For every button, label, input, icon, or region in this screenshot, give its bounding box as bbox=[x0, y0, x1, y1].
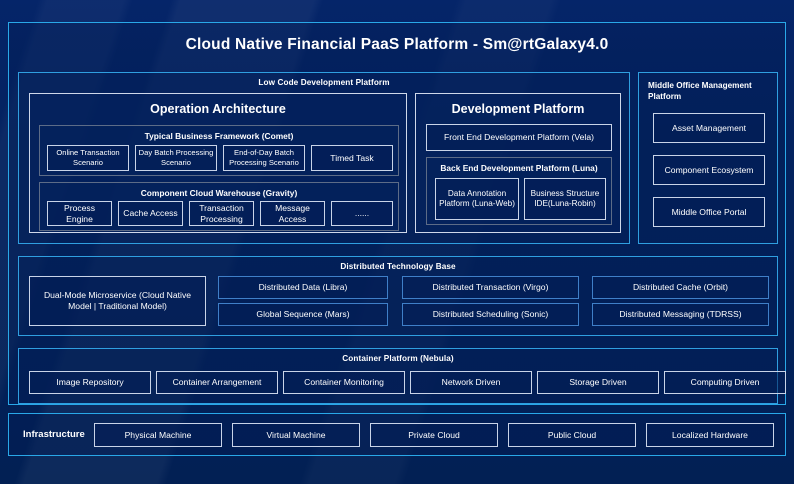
infrastructure-cell[interactable]: Public Cloud bbox=[508, 423, 636, 447]
operation-architecture-title: Operation Architecture bbox=[150, 102, 286, 116]
middle-office-group: Middle Office Management Platform Asset … bbox=[638, 72, 778, 244]
infrastructure-cell[interactable]: Physical Machine bbox=[94, 423, 222, 447]
distributed-technology-base-group: Distributed Technology Base Dual-Mode Mi… bbox=[18, 256, 778, 336]
component-cell[interactable]: Message Access bbox=[260, 201, 325, 226]
back-end-platform-box: Back End Development Platform (Luna) Dat… bbox=[426, 157, 612, 225]
container-platform-cell[interactable]: Image Repository bbox=[29, 371, 151, 394]
infrastructure-panel: Infrastructure Physical Machine Virtual … bbox=[8, 413, 786, 456]
back-end-item-cell[interactable]: Business Structure IDE(Luna-Robin) bbox=[524, 178, 606, 220]
development-platform-title: Development Platform bbox=[451, 102, 585, 116]
operation-architecture-box: Operation Architecture Typical Business … bbox=[29, 93, 407, 233]
distributed-base-cell[interactable]: Distributed Transaction (Virgo) bbox=[402, 276, 579, 299]
infrastructure-cell[interactable]: Virtual Machine bbox=[232, 423, 360, 447]
middle-office-item-cell[interactable]: Middle Office Portal bbox=[653, 197, 765, 227]
front-end-platform-cell[interactable]: Front End Development Platform (Vela) bbox=[426, 124, 612, 151]
distributed-base-cell[interactable]: Distributed Messaging (TDRSS) bbox=[592, 303, 769, 326]
scenario-cell[interactable]: Timed Task bbox=[311, 145, 393, 171]
back-end-platform-title: Back End Development Platform (Luna) bbox=[440, 163, 598, 173]
component-cell[interactable]: Transaction Processing bbox=[189, 201, 254, 226]
container-platform-cell[interactable]: Network Driven bbox=[410, 371, 532, 394]
scenario-cell[interactable]: Day Batch Processing Scenario bbox=[135, 145, 217, 171]
container-platform-cell[interactable]: Container Monitoring bbox=[283, 371, 405, 394]
scenario-cell[interactable]: Online Transaction Scenario bbox=[47, 145, 129, 171]
component-cell-more[interactable]: ...... bbox=[331, 201, 393, 226]
middle-office-item-cell[interactable]: Component Ecosystem bbox=[653, 155, 765, 185]
container-platform-cell[interactable]: Computing Driven bbox=[664, 371, 786, 394]
component-cloud-warehouse-title: Component Cloud Warehouse (Gravity) bbox=[140, 188, 298, 198]
infrastructure-cell[interactable]: Localized Hardware bbox=[646, 423, 774, 447]
infrastructure-label: Infrastructure bbox=[23, 429, 85, 440]
component-cloud-warehouse-box: Component Cloud Warehouse (Gravity) Proc… bbox=[39, 182, 399, 231]
typical-business-framework-box: Typical Business Framework (Comet) Onlin… bbox=[39, 125, 399, 176]
distributed-base-cell[interactable]: Distributed Data (Libra) bbox=[218, 276, 388, 299]
container-platform-cell[interactable]: Storage Driven bbox=[537, 371, 659, 394]
container-platform-group: Container Platform (Nebula) Image Reposi… bbox=[18, 348, 786, 404]
low-code-group-title: Low Code Development Platform bbox=[258, 78, 390, 87]
distributed-base-title: Distributed Technology Base bbox=[340, 262, 456, 271]
dual-mode-microservice-cell[interactable]: Dual-Mode Microservice (Cloud Native Mod… bbox=[29, 276, 206, 326]
low-code-development-platform-group: Low Code Development Platform Operation … bbox=[18, 72, 630, 244]
typical-business-framework-title: Typical Business Framework (Comet) bbox=[144, 131, 294, 141]
main-platform-panel: Cloud Native Financial PaaS Platform - S… bbox=[8, 22, 786, 405]
middle-office-item-cell[interactable]: Asset Management bbox=[653, 113, 765, 143]
page-title: Cloud Native Financial PaaS Platform - S… bbox=[185, 36, 609, 53]
scenario-cell[interactable]: End-of-Day Batch Processing Scenario bbox=[223, 145, 305, 171]
middle-office-title: Middle Office Management Platform bbox=[648, 81, 752, 102]
component-cell[interactable]: Process Engine bbox=[47, 201, 112, 226]
container-platform-cell[interactable]: Container Arrangement bbox=[156, 371, 278, 394]
distributed-base-cell[interactable]: Global Sequence (Mars) bbox=[218, 303, 388, 326]
distributed-base-cell[interactable]: Distributed Cache (Orbit) bbox=[592, 276, 769, 299]
development-platform-box: Development Platform Front End Developme… bbox=[415, 93, 621, 233]
component-cell[interactable]: Cache Access bbox=[118, 201, 183, 226]
back-end-item-cell[interactable]: Data Annotation Platform (Luna-Web) bbox=[435, 178, 519, 220]
container-platform-title: Container Platform (Nebula) bbox=[342, 354, 454, 363]
distributed-base-cell[interactable]: Distributed Scheduling (Sonic) bbox=[402, 303, 579, 326]
infrastructure-cell[interactable]: Private Cloud bbox=[370, 423, 498, 447]
